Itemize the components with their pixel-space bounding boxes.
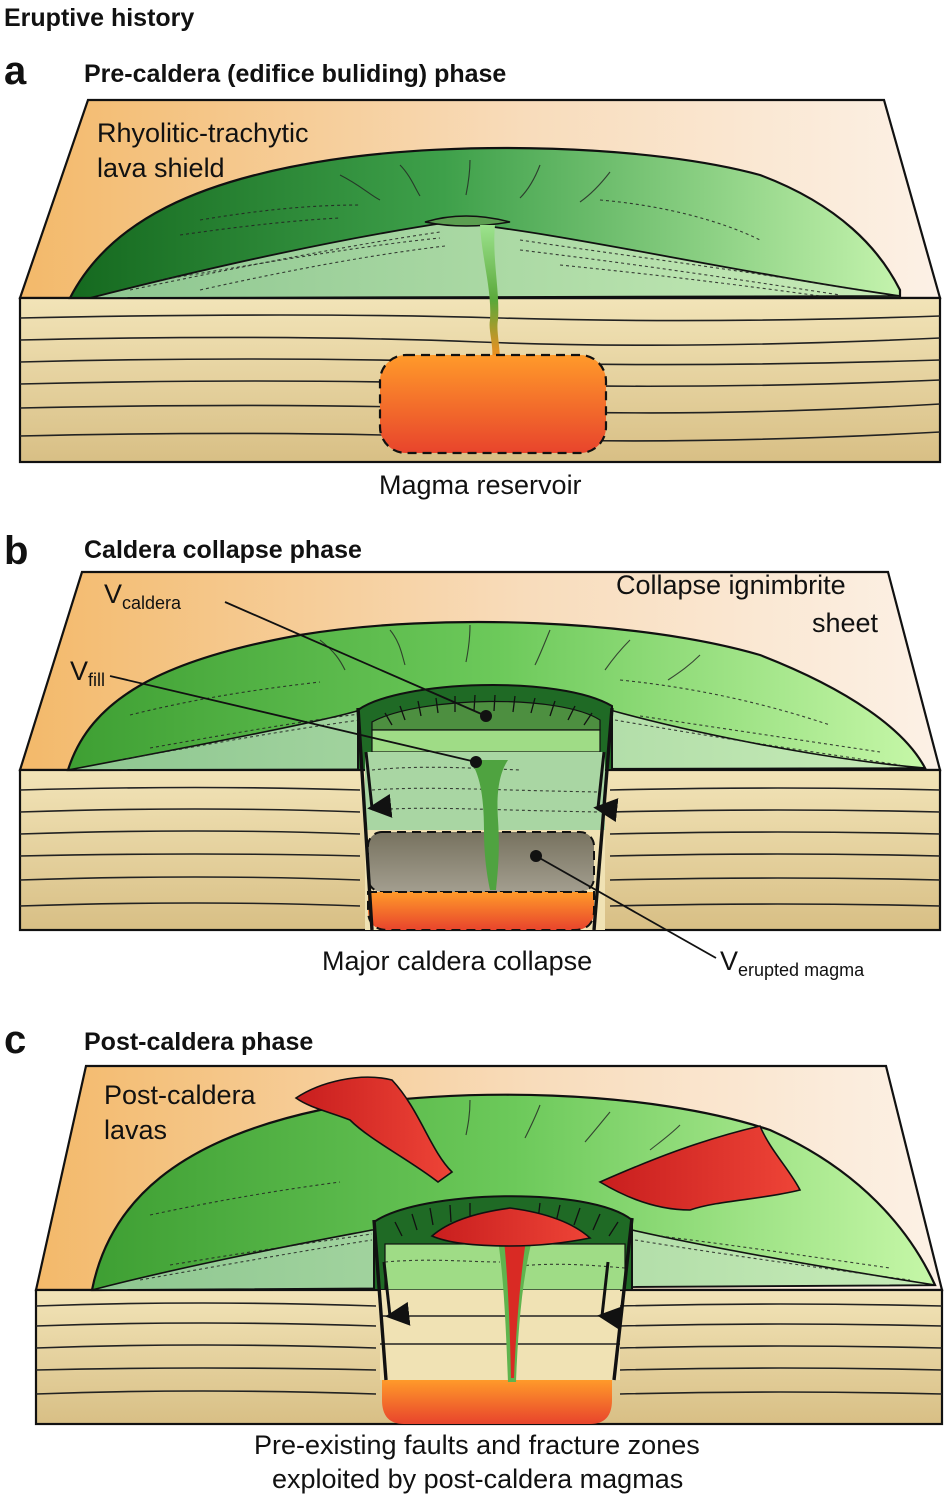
panel-c-label-line1: Post-caldera [104,1080,257,1110]
panel-c-lava-flow-right [598,1125,802,1211]
panel-a-flow-lines [129,159,861,297]
panel-c: c Post-caldera phase [4,1018,944,1494]
panel-b-evacuated-reservoir [367,831,595,893]
panel-c-intracaldera-dome [430,1207,592,1247]
panel-b-subsidence-arrow-right [593,751,619,822]
panel-c-conduit-red [504,1240,526,1378]
panel-b-dot-caldera [480,710,492,722]
panel-c-subsidence-arrow-right [597,1261,623,1331]
panel-b-v-caldera: Vcaldera [104,579,182,613]
panel-a-letter: a [4,49,27,93]
panel-a-label-line2: lava shield [97,153,225,183]
panel-a-conduit [480,225,500,362]
panel-a: a Pre-caldera (edifice buliding) phase [4,49,942,500]
panel-c-flow-lines [139,1099,911,1281]
panel-c-magma [382,1380,612,1424]
panel-a-label-line1: Rhyolitic-trachytic [97,118,309,148]
panel-b-caldera-ticks [384,694,593,726]
panel-c-strata-lines [35,1302,943,1395]
panel-c-heading: Post-caldera phase [84,1028,313,1056]
panel-a-magma-reservoir [378,353,608,455]
panel-b-heading: Caldera collapse phase [84,536,362,564]
panel-b-letter: b [4,529,28,573]
panel-b-label-line2: sheet [812,608,879,638]
panel-a-summit-crater [424,215,511,227]
panel-c-fault-right [612,1217,634,1381]
panel-b-leader-erupted [535,855,717,959]
panel-a-bottom-label: Magma reservoir [379,470,582,500]
panel-c-subsidence-arrow-left [382,1261,411,1326]
panel-a-heading: Pre-caldera (edifice buliding) phase [84,60,506,88]
panel-b-v-erupted: Verupted magma [720,946,865,980]
panel-b-dot-fill [470,756,482,768]
panel-b-conduit [470,760,508,890]
panel-c-fault-left [372,1219,388,1381]
panel-b-v-fill: Vfill [70,656,105,690]
panel-b-block-lines [371,766,601,813]
panel-b-flow-lines [119,624,901,766]
panel-c-letter: c [4,1018,26,1062]
panel-c-block-lines [380,1259,626,1345]
panel-b-leader-fill [109,675,477,763]
panel-b-caldera-fill [371,729,601,753]
panel-c-label-line2: lavas [104,1115,167,1145]
panel-b-subsidence-arrow-left [364,751,393,818]
panel-b-leader-caldera [224,601,487,717]
panel-c-bottom-label-line1: Pre-existing faults and fracture zones [254,1430,700,1460]
panel-c-lava-flow-left [294,1076,454,1183]
panel-b-fault-left [356,707,374,931]
panel-b-label-line1: Collapse ignimbrite [616,570,846,600]
panel-b: b Caldera collapse phase [4,529,942,980]
panel-b-dot-erupted [530,850,542,862]
panel-b-strata-lines [19,786,941,907]
panel-c-downdropped-strata [380,1290,620,1380]
panel-b-remaining-magma [367,891,595,931]
panel-c-bottom-label-line2: exploited by post-caldera magmas [272,1464,683,1494]
panel-b-bottom-label: Major caldera collapse [322,946,592,976]
figure-title: Eruptive history [4,4,194,32]
